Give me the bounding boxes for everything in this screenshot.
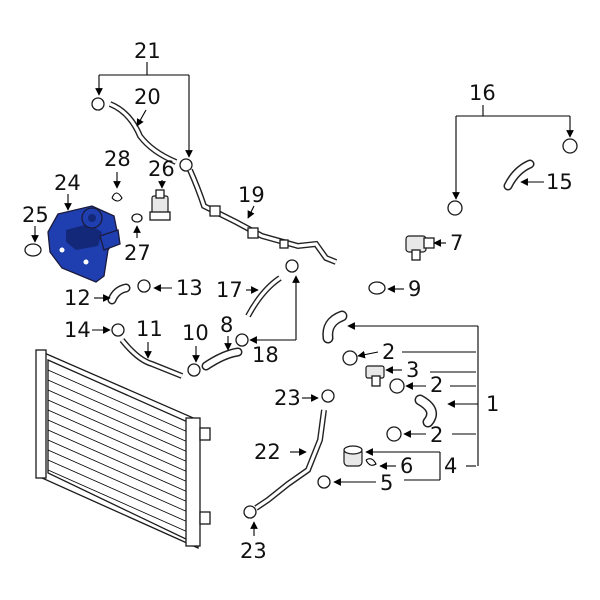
callout-21: 21: [134, 39, 161, 63]
callout-22: 22: [254, 440, 281, 464]
callout-17: 17: [216, 278, 243, 302]
part-16-clamp-left: [447, 200, 463, 216]
callout-11: 11: [136, 317, 163, 341]
callout-24: 24: [54, 171, 81, 195]
callout-19: 19: [238, 183, 265, 207]
part-5-o-ring: [317, 475, 331, 489]
part-3-connector: [365, 365, 385, 387]
part-7-fitting: [405, 235, 435, 261]
part-24-housing: [47, 205, 121, 283]
callout-18: 18: [252, 343, 279, 367]
part-10-clamp: [187, 363, 201, 377]
callout-20: 20: [134, 85, 161, 109]
callout-25: 25: [22, 203, 49, 227]
callout-8: 8: [220, 313, 233, 337]
part-21-clamp-left: [91, 97, 105, 111]
part-18-clamp-lower: [235, 333, 249, 347]
callout-10: 10: [182, 321, 209, 345]
part-28-clip: [111, 192, 123, 202]
callout-2-upper: 2: [382, 340, 395, 364]
part-18-clamp-upper: [285, 259, 299, 273]
part-13-clamp: [137, 279, 151, 293]
callout-26: 26: [148, 157, 175, 181]
part-23-clamp-lower: [243, 505, 257, 519]
callout-13: 13: [176, 276, 203, 300]
callout-12: 12: [64, 286, 91, 310]
callout-23-lower: 23: [240, 539, 267, 563]
callout-15: 15: [546, 170, 573, 194]
callout-7: 7: [450, 231, 463, 255]
part-21-clamp-right: [179, 158, 193, 172]
part-26-sensor: [149, 189, 171, 221]
part-6-clip: [365, 458, 377, 466]
callout-2-lower: 2: [430, 423, 443, 447]
part-23-clamp-upper: [321, 389, 335, 403]
part-27-washer: [131, 213, 143, 223]
part-16-clamp-right: [562, 138, 578, 154]
callout-28: 28: [104, 147, 131, 171]
part-19-pipe: [187, 168, 338, 265]
part-9-cap: [368, 281, 386, 295]
callout-4: 4: [444, 454, 457, 478]
part-2-clamp-middle: [389, 378, 405, 394]
callout-9: 9: [408, 277, 421, 301]
callout-2-middle: 2: [430, 373, 443, 397]
part-2-clamp-upper: [342, 350, 358, 366]
part-14-clamp: [111, 323, 125, 337]
callout-27: 27: [124, 241, 151, 265]
callout-14: 14: [64, 318, 91, 342]
callout-23-upper: 23: [274, 386, 301, 410]
callout-3: 3: [406, 358, 419, 382]
part-25-o-ring: [24, 243, 42, 257]
radiator: [35, 349, 211, 550]
part-20-hose-inner: [109, 102, 177, 164]
part-11-pipe: [119, 338, 184, 379]
callout-labels: 21 20 16 28 26 24 25 19 15 27 7 12 13 17…: [22, 39, 573, 563]
part-4-housing: [343, 445, 363, 467]
part-2-clamp-lower: [386, 426, 402, 442]
callout-6: 6: [400, 454, 413, 478]
callout-5: 5: [380, 471, 393, 495]
leader-lines: [31, 62, 574, 536]
callout-1: 1: [486, 392, 499, 416]
callout-16: 16: [469, 81, 496, 105]
